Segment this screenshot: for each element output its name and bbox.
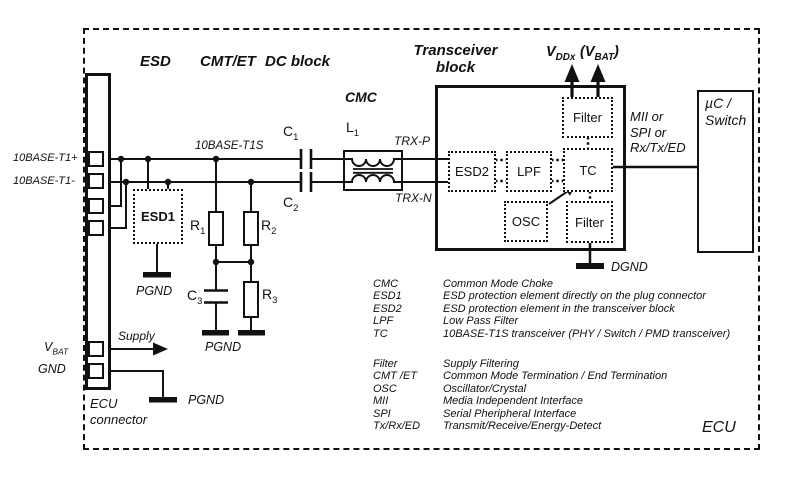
vbat-top-label: (VBAT) [580,44,619,63]
connector-pin-4 [88,220,104,236]
osc-block: OSC [504,201,548,242]
ecu-connector-label: ECU connector [90,396,148,427]
r1-label: R1 [190,217,206,237]
header-transceiver: Transceiver block [413,42,498,76]
cmc-core [353,168,393,174]
net-10base-t1-plus: 10BASE-T1+ [13,152,78,164]
osc-label: OSC [511,214,541,229]
header-dc-block: DC block [265,53,331,70]
ecu-label: ECU [702,419,736,436]
wire-osc-tc [548,190,569,205]
wire-pin4-riser [104,182,127,229]
esd2-label: ESD2 [455,164,489,179]
filter-top-block: Filter [562,97,613,138]
r3-label: R3 [262,286,278,306]
c1-plates [299,149,313,169]
net-trx-p: TRX-P [394,134,430,148]
net-10base-t1-minus: 10BASE-T1- [13,175,75,187]
esd2-block: ESD2 [448,151,496,192]
r1-body [208,211,224,246]
net-10base-t1s: 10BASE-T1S [195,140,264,152]
vddx-arrowhead [564,64,580,82]
ground-connector [149,397,177,403]
supply-arrowhead [153,342,168,356]
mcu-block: µC / Switch [697,90,754,253]
connector-pin-t1-plus [88,151,104,167]
net-mii-spi-rxtx: MII or SPI or Rx/Tx/ED [630,109,686,155]
transceiver-block [435,85,626,251]
dgnd-label: DGND [611,260,648,274]
header-esd: ESD [140,53,171,70]
c2-label: C2 [283,194,299,214]
junction-dots [117,155,255,266]
lpf-block: LPF [506,151,552,192]
tc-label: TC [579,162,597,178]
header-cmt-et: CMT/ET [200,53,256,70]
esd1-label: ESD1 [141,209,175,224]
vbat-pin-label: VBAT [44,340,69,357]
r2-label: R2 [261,217,277,237]
mcu-label-line2: Switch [705,111,747,128]
ground-dgnd [576,263,604,269]
connector-pin-3 [88,198,104,214]
ground-esd1 [143,272,171,278]
net-trx-n: TRX-N [395,191,432,205]
vddx-label: VDDx [546,44,576,63]
pgnd-esd1-label: PGND [136,284,173,298]
filter-top-label: Filter [573,110,602,125]
lpf-label: LPF [517,164,541,179]
wire-t1-plus-cmc [311,158,449,167]
capacitor-plates [204,149,313,304]
vbat-arrowhead [590,64,606,82]
pgnd-connector-label: PGND [188,393,225,407]
wire-gnd-pin [104,370,164,397]
connector-pin-t1-minus [88,173,104,189]
c2-plates [299,172,313,192]
esd1-block: ESD1 [133,189,183,244]
cmc-choke [343,150,403,191]
dotted-links [495,137,592,201]
pgnd-termination-label: PGND [205,340,242,354]
net-supply: Supply [118,329,155,343]
r2-body [243,211,259,246]
r3-body [243,281,259,318]
connector-pin-gnd [88,363,104,379]
gnd-pin-label: GND [38,362,66,376]
header-cmc: CMC [345,89,377,105]
ecu-boundary [83,28,760,450]
c3-plates [204,289,228,304]
tc-block: TC [563,148,613,192]
ground-r3 [238,330,265,336]
l1-label: L1 [346,119,360,139]
mcu-label-line1: µC / [705,95,731,111]
c1-label: C1 [283,123,299,143]
filter-bottom-label: Filter [575,214,604,230]
c3-label: C3 [187,287,203,307]
filter-bottom-block: Filter [566,201,613,243]
ground-c3 [202,330,229,336]
connector-pin-vbat [88,341,104,357]
wire-t1-minus-cmc [311,174,449,183]
